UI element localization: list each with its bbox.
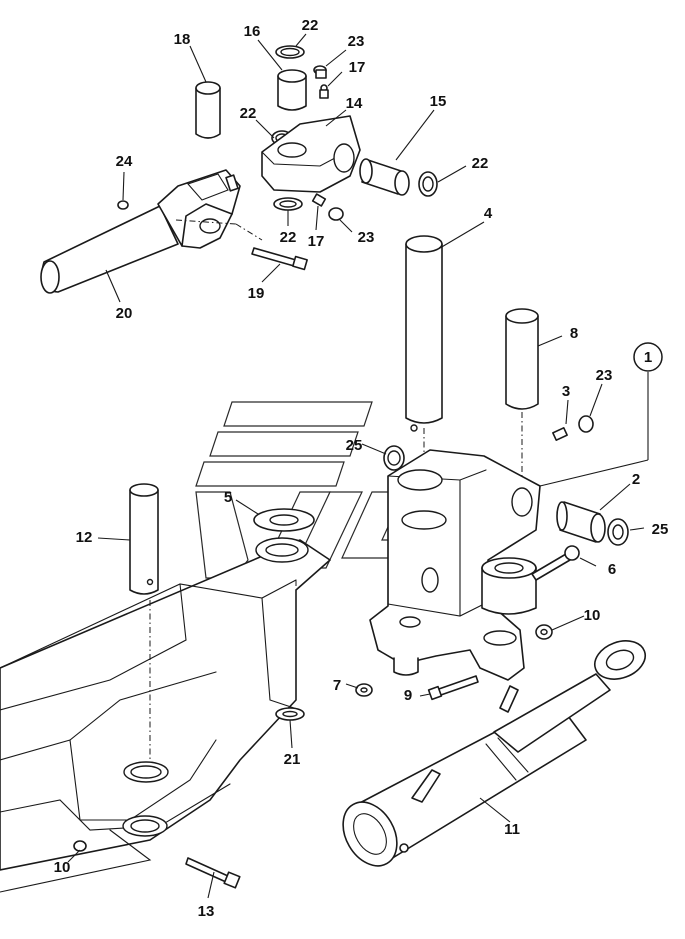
callout-23-lower: 23 <box>358 229 375 246</box>
washer-25-left <box>383 445 405 471</box>
callout-17-lower: 17 <box>308 233 325 250</box>
callout-21: 21 <box>284 751 301 768</box>
callout-7: 7 <box>333 677 341 694</box>
nut-24 <box>117 200 129 210</box>
callout-22-top: 22 <box>302 17 319 34</box>
callout-5: 5 <box>224 489 232 506</box>
callout-19: 19 <box>248 285 265 302</box>
callout-25-right: 25 <box>652 521 669 538</box>
callout-10-right: 10 <box>584 607 601 624</box>
callout-17-top: 17 <box>349 59 366 76</box>
callout-3: 3 <box>562 383 570 400</box>
bolt-13 <box>185 857 241 889</box>
callout-15: 15 <box>430 93 447 110</box>
callout-2: 2 <box>632 471 640 488</box>
callout-18: 18 <box>174 31 191 48</box>
callout-9: 9 <box>404 687 412 704</box>
bolt-19 <box>251 247 308 271</box>
callout-22-right: 22 <box>472 155 489 172</box>
callout-1: 1 <box>644 349 652 366</box>
callout-20: 20 <box>116 305 133 322</box>
grease-nipple-3 <box>552 427 568 441</box>
washer-22-top <box>275 45 305 59</box>
washer-5 <box>253 508 315 532</box>
leader-lines <box>67 33 649 899</box>
washer-22-right <box>418 171 438 197</box>
link-rod-20 <box>40 169 241 294</box>
washer-25-right <box>607 518 629 546</box>
pin-18 <box>195 81 221 139</box>
callout-8: 8 <box>570 325 578 342</box>
grease-fitting-23-lower <box>328 207 344 221</box>
yoke-14 <box>261 115 361 193</box>
callout-23-right: 23 <box>596 367 613 384</box>
bushing-2 <box>556 501 606 543</box>
pin-8 <box>505 308 539 410</box>
callout-circle <box>633 342 663 372</box>
callout-13: 13 <box>198 903 215 920</box>
callout-11: 11 <box>504 821 520 838</box>
grease-nipple-17-lower <box>311 193 327 207</box>
bolt-6 <box>531 545 580 581</box>
hydraulic-cylinder-11 <box>342 640 646 867</box>
callout-10-left: 10 <box>54 859 71 876</box>
grease-fitting-23-right <box>578 415 594 433</box>
callout-24: 24 <box>116 153 133 170</box>
callout-22-left: 22 <box>240 105 257 122</box>
washer-21 <box>275 707 305 721</box>
bolt-9 <box>427 675 479 701</box>
nut-10-left <box>73 840 87 852</box>
callout-labels: 18 16 22 23 17 22 14 15 22 24 22 17 23 1… <box>54 17 669 920</box>
grease-fitting-23-top <box>313 65 327 79</box>
washer-22-lower <box>273 197 303 211</box>
callout-23-top: 23 <box>348 33 365 50</box>
callout-4: 4 <box>484 205 493 222</box>
bushing-16 <box>277 69 307 111</box>
nut-10-right <box>535 624 553 640</box>
callout-6: 6 <box>608 561 616 578</box>
callout-25-left: 25 <box>346 437 363 454</box>
callout-16: 16 <box>244 23 261 40</box>
pin-12 <box>129 483 159 595</box>
pin-4 <box>405 235 443 432</box>
callout-22-lower: 22 <box>280 229 297 246</box>
callout-12: 12 <box>76 529 93 546</box>
grease-nipple-17-top <box>319 84 329 99</box>
loader-arm-frame <box>0 537 331 893</box>
bushing-15 <box>359 158 410 196</box>
nut-7 <box>355 683 373 697</box>
pivot-housing-1 <box>369 449 541 681</box>
callout-14: 14 <box>346 95 363 112</box>
